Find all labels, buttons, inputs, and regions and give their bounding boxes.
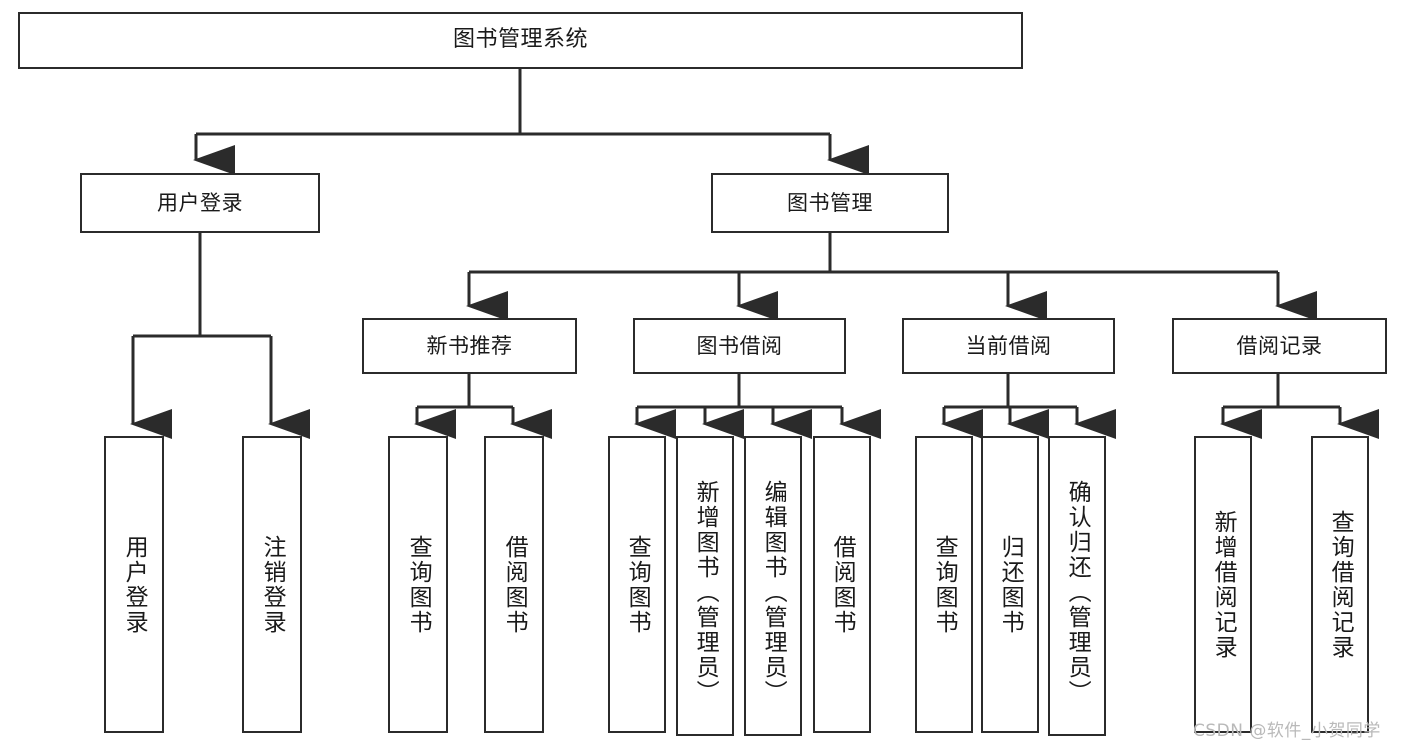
node-current-borrow[interactable]: 当前借阅 [902, 318, 1115, 374]
node-leaf-confirm-return-admin-label: 确认归还（管理员） [1064, 479, 1091, 705]
node-leaf-return-book[interactable]: 归还图书 [981, 436, 1039, 733]
node-borrow-record[interactable]: 借阅记录 [1172, 318, 1387, 374]
node-leaf-query-book-new[interactable]: 查询图书 [388, 436, 448, 733]
node-leaf-query-borrow-record[interactable]: 查询借阅记录 [1311, 436, 1369, 733]
node-user-login-label: 用户登录 [157, 190, 243, 215]
node-leaf-edit-book-admin[interactable]: 编辑图书（管理员） [744, 436, 802, 736]
node-leaf-user-login-label: 用户登录 [121, 534, 148, 635]
node-leaf-add-book-admin-label: 新增图书（管理员） [692, 479, 719, 705]
node-book-management[interactable]: 图书管理 [711, 173, 949, 233]
node-leaf-logout-label: 注销登录 [259, 534, 286, 635]
node-leaf-user-login[interactable]: 用户登录 [104, 436, 164, 733]
node-book-borrow[interactable]: 图书借阅 [633, 318, 846, 374]
node-leaf-borrow-book-borrow[interactable]: 借阅图书 [813, 436, 871, 733]
node-leaf-add-borrow-record-label: 新增借阅记录 [1210, 509, 1237, 660]
node-leaf-query-book-current-label: 查询图书 [931, 534, 958, 635]
node-leaf-add-borrow-record[interactable]: 新增借阅记录 [1194, 436, 1252, 733]
node-leaf-borrow-book-borrow-label: 借阅图书 [829, 534, 856, 635]
node-leaf-query-book-new-label: 查询图书 [405, 534, 432, 635]
node-new-book-recommend-label: 新书推荐 [426, 333, 513, 358]
node-leaf-query-book-borrow[interactable]: 查询图书 [608, 436, 666, 733]
node-root[interactable]: 图书管理系统 [18, 12, 1023, 69]
node-leaf-return-book-label: 归还图书 [997, 534, 1024, 635]
node-book-borrow-label: 图书借阅 [696, 333, 783, 358]
node-borrow-record-label: 借阅记录 [1236, 333, 1323, 358]
watermark: CSDN @软件_小贺同学 [1193, 721, 1381, 741]
node-leaf-add-book-admin[interactable]: 新增图书（管理员） [676, 436, 734, 736]
node-current-borrow-label: 当前借阅 [965, 333, 1052, 358]
node-leaf-borrow-book-new[interactable]: 借阅图书 [484, 436, 544, 733]
node-book-management-label: 图书管理 [787, 190, 873, 215]
node-leaf-logout[interactable]: 注销登录 [242, 436, 302, 733]
node-root-label: 图书管理系统 [452, 27, 588, 53]
node-leaf-edit-book-admin-label: 编辑图书（管理员） [760, 479, 787, 705]
node-new-book-recommend[interactable]: 新书推荐 [362, 318, 577, 374]
node-leaf-confirm-return-admin[interactable]: 确认归还（管理员） [1048, 436, 1106, 736]
node-user-login[interactable]: 用户登录 [80, 173, 320, 233]
node-leaf-query-borrow-record-label: 查询借阅记录 [1327, 509, 1354, 660]
node-leaf-query-book-current[interactable]: 查询图书 [915, 436, 973, 733]
node-leaf-query-book-borrow-label: 查询图书 [624, 534, 651, 635]
node-leaf-borrow-book-new-label: 借阅图书 [501, 534, 528, 635]
